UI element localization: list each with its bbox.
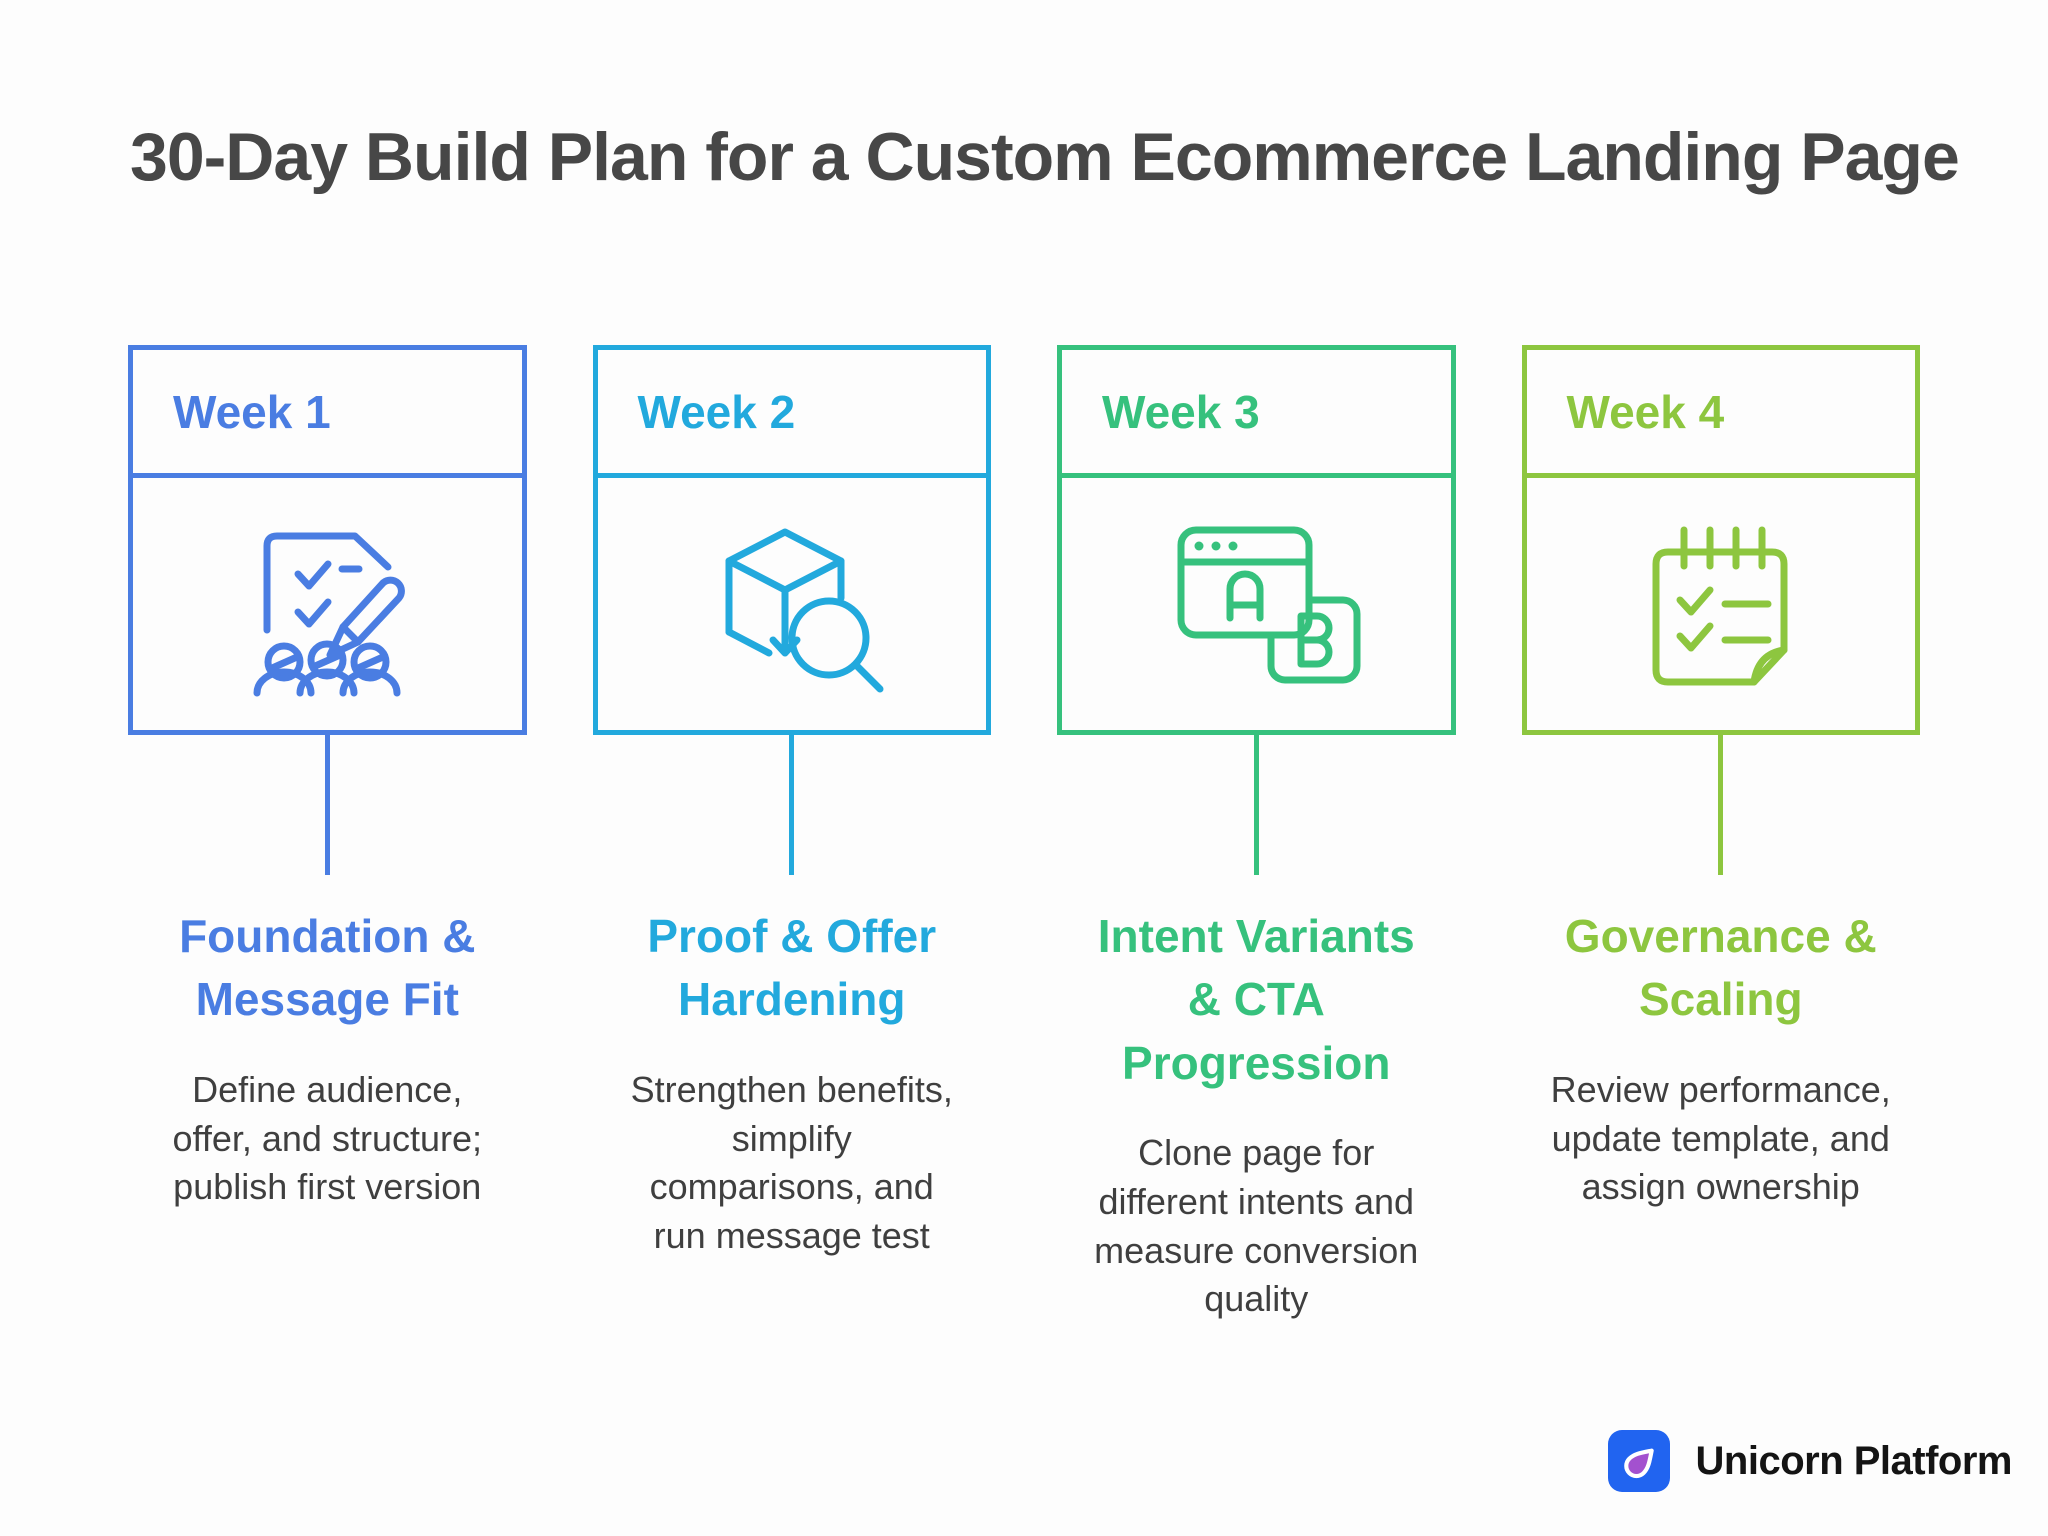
- week-2-label: Week 2: [637, 385, 796, 438]
- week-2-heading: Proof & Offer Hardening: [647, 910, 937, 1026]
- week-3-connector-line: [1253, 735, 1259, 875]
- week-1-description: Define audience, offer, and structure; p…: [172, 1068, 482, 1208]
- week-3-box: Week 3: [1057, 345, 1456, 735]
- week-4-column: Week 4: [1521, 345, 1920, 1324]
- week-1-box: Week 1: [128, 345, 527, 735]
- brand-name: Unicorn Platform: [1695, 1438, 2013, 1483]
- week-2-connector-line: [789, 735, 795, 875]
- week-2-box-body: [598, 478, 987, 730]
- week-3-box-header: Week 3: [1062, 350, 1451, 478]
- checklist-people-icon: [212, 512, 442, 697]
- week-3-column: Week 3: [1057, 345, 1456, 1324]
- week-2-column: Week 2: [592, 345, 991, 1324]
- week-4-heading: Governance & Scaling: [1564, 910, 1877, 1026]
- week-3-description: Clone page for different intents and mea…: [1094, 1132, 1419, 1320]
- week-1-connector-line: [324, 735, 330, 875]
- week-3-label: Week 3: [1102, 385, 1260, 438]
- ab-test-icon: [1141, 512, 1371, 697]
- week-1-box-body: [133, 478, 522, 730]
- week-2-description: Strengthen benefits, simplify comparison…: [630, 1068, 953, 1256]
- cube-search-icon: [677, 512, 907, 697]
- week-1-box-header: Week 1: [133, 350, 522, 478]
- notepad-checklist-icon: [1606, 512, 1836, 697]
- week-2-box-header: Week 2: [597, 350, 986, 478]
- week-4-box-header: Week 4: [1526, 350, 1915, 478]
- page-title: 30-Day Build Plan for a Custom Ecommerce…: [130, 119, 1960, 195]
- week-4-description: Review performance, update template, and…: [1550, 1068, 1891, 1208]
- week-3-heading: Intent Variants & CTA Progression: [1097, 910, 1415, 1089]
- week-3-box-body: [1062, 478, 1451, 730]
- week-1-label: Week 1: [173, 385, 331, 438]
- brand-footer: Unicorn Platform: [1607, 1430, 2013, 1492]
- weeks-row: Week 1: [128, 345, 1920, 1324]
- week-4-box-body: [1527, 478, 1916, 730]
- week-4-label: Week 4: [1566, 385, 1725, 438]
- week-2-box: Week 2: [592, 345, 991, 735]
- week-4-connector-line: [1718, 735, 1724, 875]
- unicorn-drop-icon: [1607, 1430, 1670, 1492]
- week-4-box: Week 4: [1521, 345, 1920, 735]
- week-1-column: Week 1: [128, 345, 527, 1324]
- week-1-heading: Foundation & Message Fit: [179, 910, 476, 1026]
